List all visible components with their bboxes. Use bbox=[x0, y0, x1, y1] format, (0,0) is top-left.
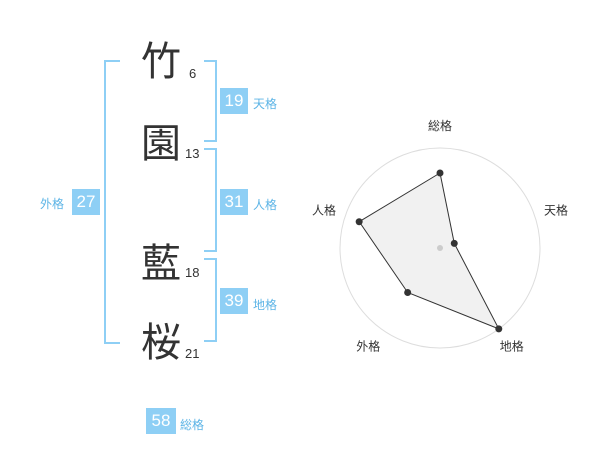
radar-polygon bbox=[358, 172, 500, 330]
radar-axis-label: 人格 bbox=[312, 202, 336, 217]
chikaku-label: 地格 bbox=[253, 298, 278, 312]
tenkaku-label: 天格 bbox=[253, 97, 278, 111]
radar-center bbox=[437, 245, 443, 251]
tenkaku-value: 19 bbox=[220, 88, 248, 114]
gaikaku-label: 外格 bbox=[40, 197, 65, 211]
name-char-1: 竹 bbox=[141, 39, 181, 85]
jinkaku-bracket bbox=[204, 148, 217, 252]
gaikaku-bracket bbox=[104, 60, 120, 344]
stroke-count-2: 13 bbox=[185, 146, 200, 161]
stroke-count-4: 21 bbox=[185, 346, 200, 361]
radar-points bbox=[355, 169, 503, 333]
radar-point bbox=[404, 288, 412, 296]
radar-axis-label: 地格 bbox=[500, 339, 524, 354]
name-char-4: 桜 bbox=[141, 320, 181, 366]
radar-point bbox=[355, 218, 363, 226]
stroke-count-1: 6 bbox=[189, 66, 197, 81]
radar-point bbox=[450, 239, 458, 247]
radar-point bbox=[436, 169, 444, 177]
gaikaku-value: 27 bbox=[72, 189, 100, 215]
tenkaku-bracket bbox=[204, 60, 217, 142]
jinkaku-label: 人格 bbox=[253, 198, 278, 212]
name-char-3: 藍 bbox=[141, 241, 181, 287]
stroke-count-3: 18 bbox=[185, 265, 200, 280]
jinkaku-value: 31 bbox=[220, 189, 248, 215]
radar-axis-label: 天格 bbox=[544, 202, 568, 217]
soukaku-label: 総格 bbox=[180, 418, 205, 432]
radar-axis-label: 外格 bbox=[356, 339, 380, 354]
radar-axis-label: 総格 bbox=[428, 118, 452, 133]
soukaku-value: 58 bbox=[146, 408, 176, 434]
name-char-2: 園 bbox=[141, 121, 181, 167]
radar-point bbox=[495, 325, 503, 333]
chikaku-value: 39 bbox=[220, 288, 248, 314]
chikaku-bracket bbox=[204, 258, 217, 342]
